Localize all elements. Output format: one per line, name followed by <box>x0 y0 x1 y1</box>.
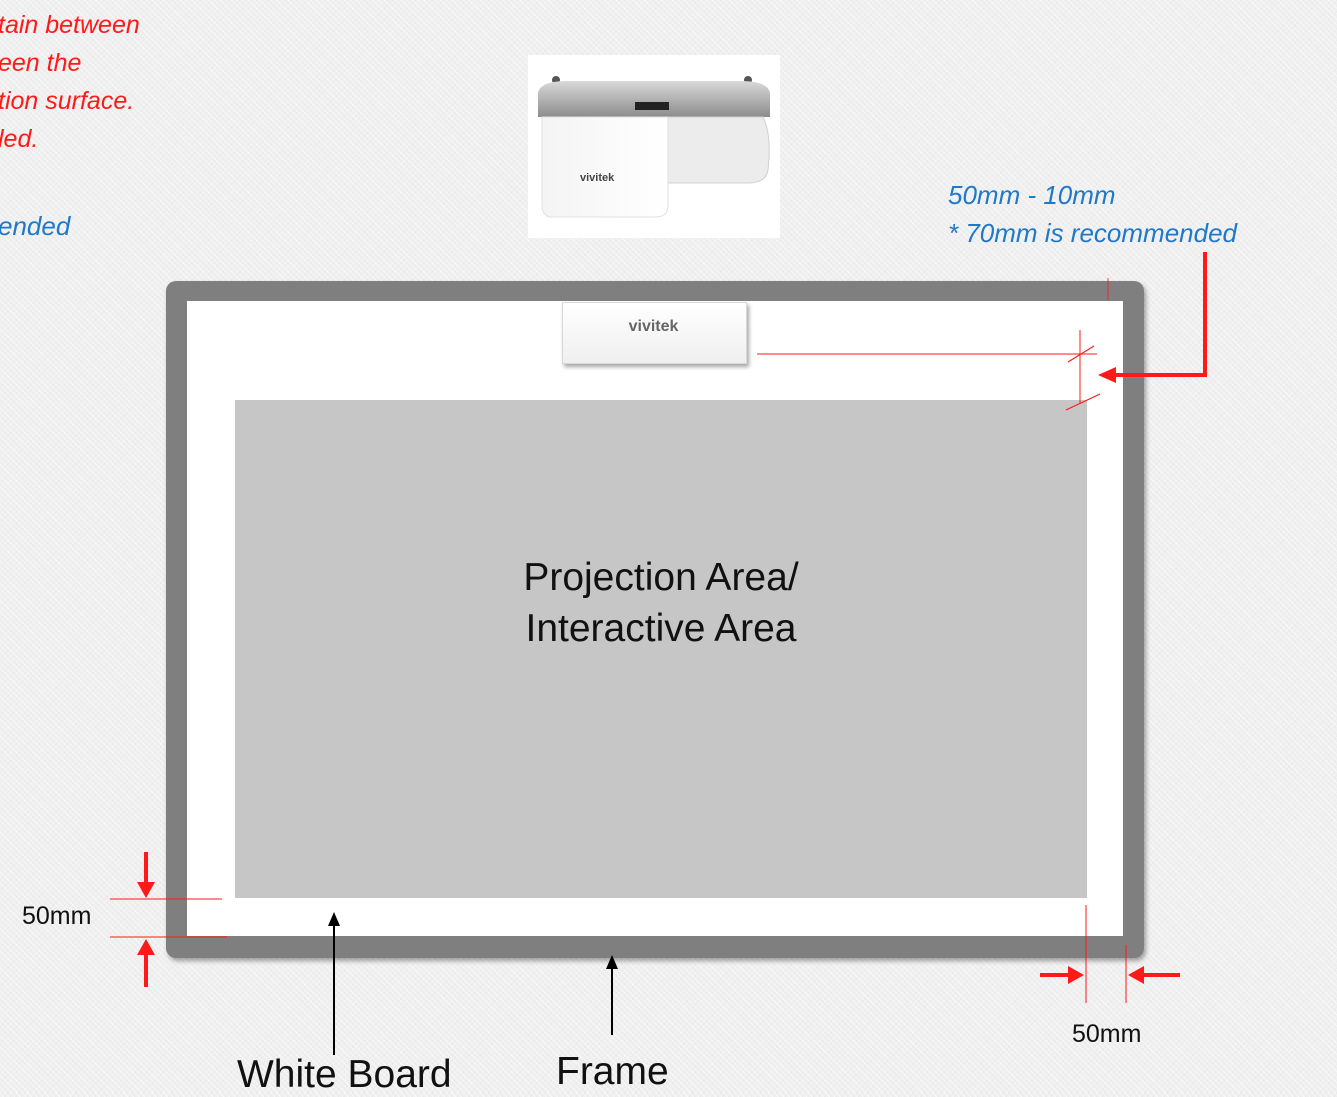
projector-photo: vivitek <box>528 55 780 238</box>
white-board-pointer-head <box>328 912 340 926</box>
callout-leader <box>1112 252 1207 377</box>
left-dimension-label: 50mm <box>22 902 92 930</box>
right-arrow-in-head <box>1068 966 1084 984</box>
clearance-recommended: * 70mm is recommended <box>948 218 1237 248</box>
frame-label: Frame <box>556 1050 669 1093</box>
projection-area-line1: Projection Area/ <box>523 556 799 599</box>
projector-logo: vivitek <box>580 172 615 184</box>
note-line-3: tion surface. <box>0 87 135 115</box>
tick-mark-bottom <box>1065 393 1101 411</box>
projection-area <box>235 400 1087 898</box>
callout-arrowhead <box>1098 367 1116 383</box>
note-recommended: ended <box>0 211 71 241</box>
left-arrow-up-head <box>137 939 155 955</box>
tick-mark-top <box>1067 345 1095 363</box>
note-line-1: tain between <box>0 11 140 39</box>
mounted-projector <box>562 302 747 364</box>
left-arrow-down-head <box>137 882 155 898</box>
bottom-right-dimension-label: 50mm <box>1072 1020 1142 1048</box>
projector-illustration: vivitek <box>538 76 770 218</box>
projection-area-line2: Interactive Area <box>525 607 797 650</box>
projection-area-label: Projection Area/ Interactive Area <box>235 552 1087 654</box>
note-line-4: led. <box>0 125 39 153</box>
mounted-projector-logo: vivitek <box>628 318 679 335</box>
white-board-label: White Board <box>237 1053 452 1096</box>
frame-pointer-head <box>606 955 618 969</box>
note-line-2: een the <box>0 49 82 77</box>
right-arrow-out-head <box>1128 966 1144 984</box>
clearance-range: 50mm - 10mm <box>948 180 1116 210</box>
